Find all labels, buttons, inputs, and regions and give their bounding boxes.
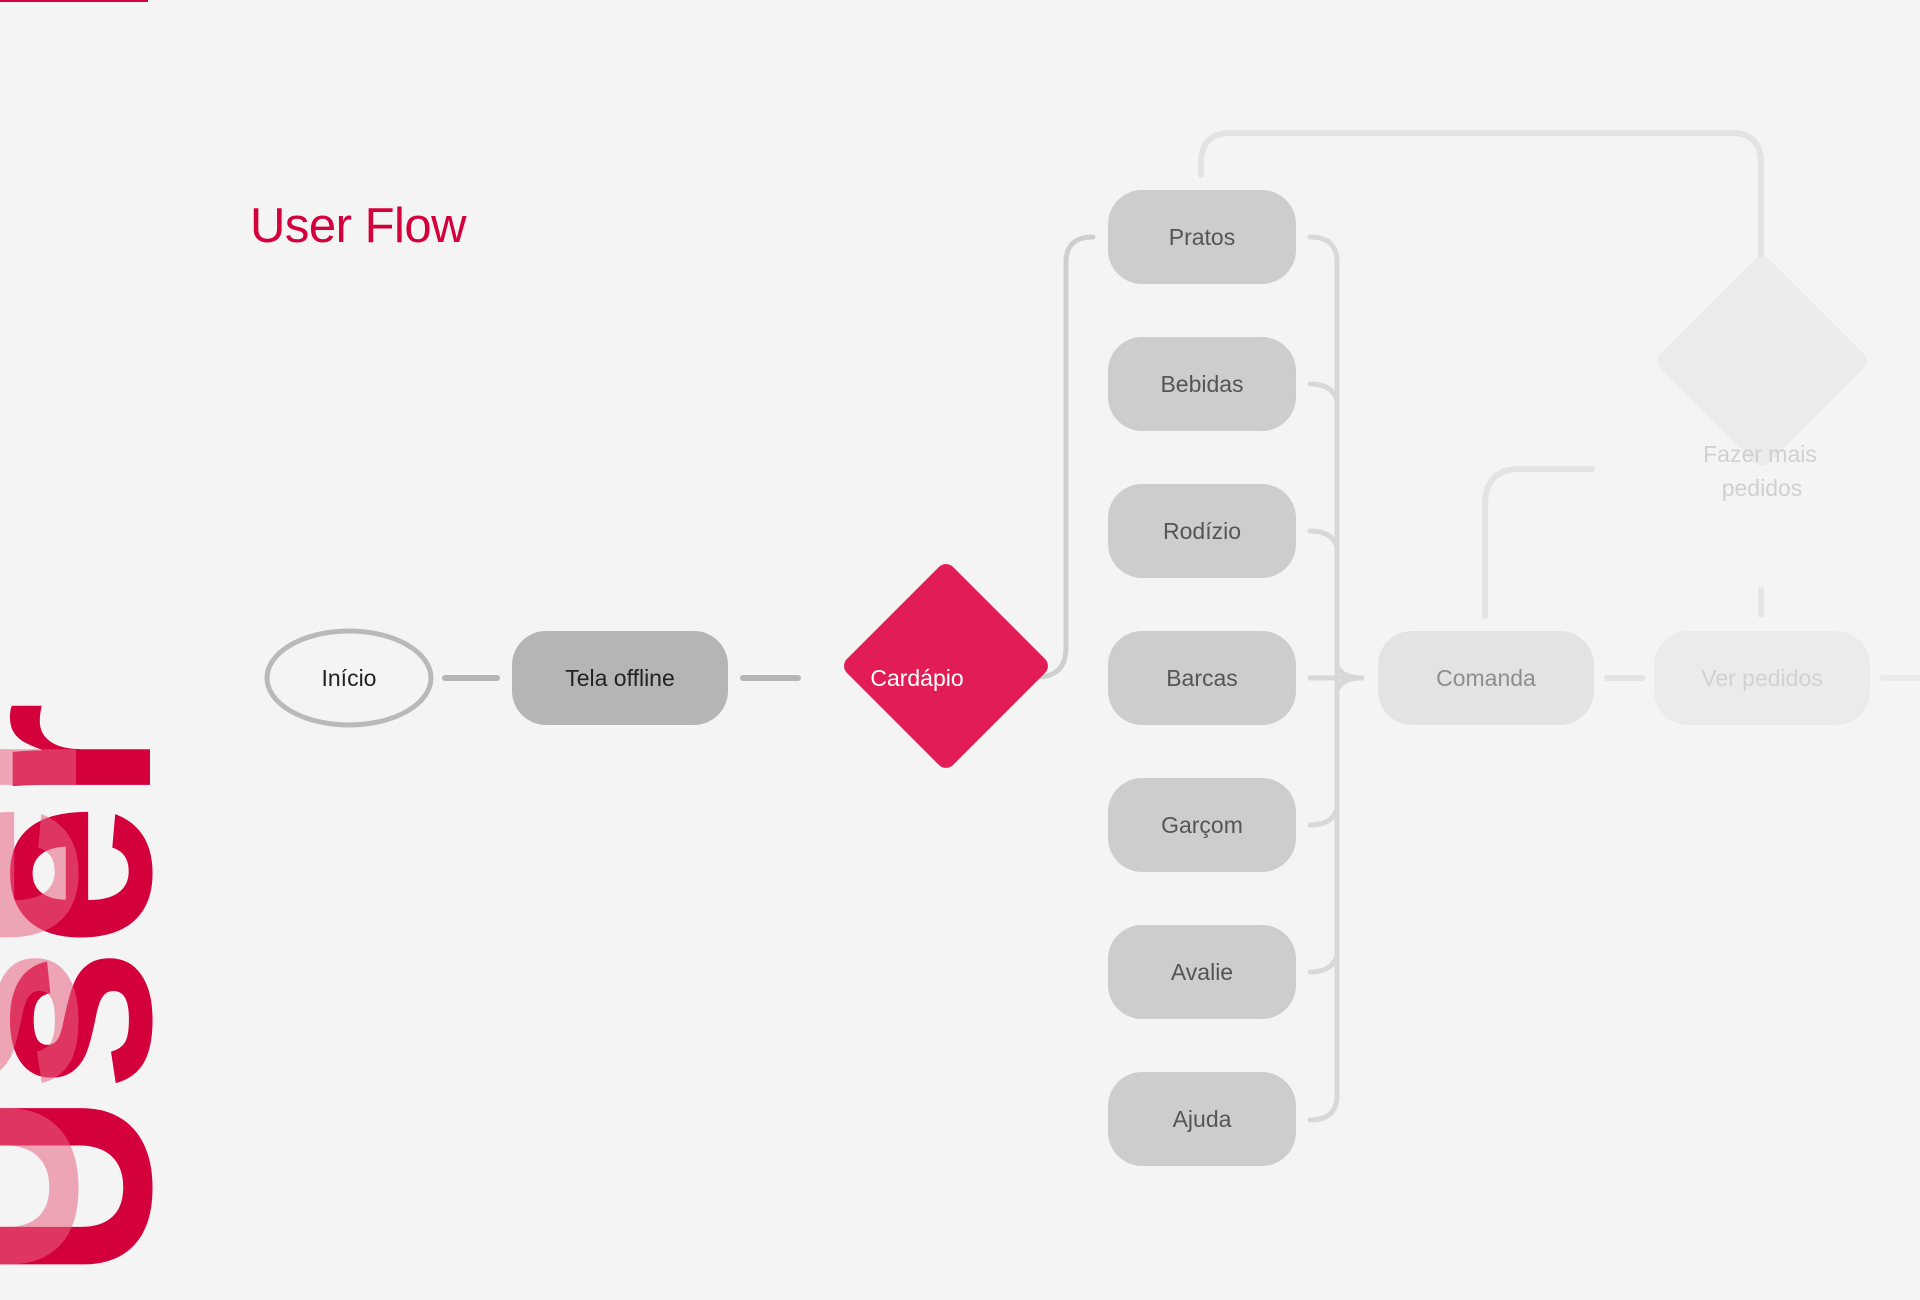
node-rate-shape bbox=[1108, 925, 1296, 1019]
node-drinks-shape bbox=[1108, 337, 1296, 431]
node-offline-label: Tela offline bbox=[565, 665, 675, 691]
node-help-label: Ajuda bbox=[1173, 1106, 1232, 1132]
connector-merge-top bbox=[1334, 663, 1365, 681]
node-waiter-label: Garçom bbox=[1161, 812, 1243, 838]
node-order-tab-label: Comanda bbox=[1436, 665, 1536, 691]
node-boats-shape bbox=[1108, 631, 1296, 725]
node-menu[interactable]: Cardápio bbox=[840, 560, 1052, 772]
node-offline-shape bbox=[512, 631, 728, 725]
node-rodizio-shape bbox=[1108, 484, 1296, 578]
node-start-label: Início bbox=[322, 665, 377, 691]
node-start[interactable]: Início bbox=[264, 628, 434, 728]
node-more-orders-label-1: Fazer mais bbox=[1703, 441, 1817, 467]
page-title: User Flow bbox=[250, 199, 467, 253]
connector-menu-branches bbox=[1033, 234, 1096, 680]
connector-loop-back bbox=[1198, 130, 1764, 353]
node-drinks-label: Bebidas bbox=[1160, 371, 1243, 397]
decor-word-overlay: User bbox=[0, 702, 132, 1280]
node-order-tab-shape bbox=[1378, 631, 1594, 725]
node-help-shape bbox=[1108, 1072, 1296, 1166]
node-rate-label: Avalie bbox=[1171, 959, 1233, 985]
node-view-orders-shape bbox=[1654, 631, 1870, 725]
node-drinks[interactable]: Bebidas bbox=[1108, 337, 1296, 431]
node-view-orders[interactable]: Ver pedidos bbox=[1654, 631, 1870, 725]
node-boats-label: Barcas bbox=[1166, 665, 1238, 691]
node-menu-label: Cardápio bbox=[870, 665, 963, 691]
node-start-shape bbox=[264, 628, 434, 728]
node-more-orders-label-2: pedidos bbox=[1722, 475, 1803, 501]
node-order-tab[interactable]: Comanda bbox=[1378, 631, 1594, 725]
connector-drinks bbox=[1307, 381, 1340, 403]
node-menu-shape bbox=[844, 564, 1048, 768]
node-rodizio[interactable]: Rodízio bbox=[1108, 484, 1296, 578]
node-help[interactable]: Ajuda bbox=[1108, 1072, 1296, 1166]
node-offline[interactable]: Tela offline bbox=[512, 631, 728, 725]
node-more-orders[interactable]: Fazer mais pedidos bbox=[1653, 252, 1871, 501]
node-rodizio-label: Rodízio bbox=[1163, 518, 1241, 544]
node-view-orders-label: Ver pedidos bbox=[1701, 665, 1822, 691]
node-rate[interactable]: Avalie bbox=[1108, 925, 1296, 1019]
node-waiter-shape bbox=[1108, 778, 1296, 872]
connector-waiter bbox=[1307, 806, 1340, 828]
connector-rate bbox=[1307, 953, 1340, 975]
node-boats[interactable]: Barcas bbox=[1108, 631, 1296, 725]
decorative-brand-word: User User bbox=[0, 0, 160, 1280]
node-waiter[interactable]: Garçom bbox=[1108, 778, 1296, 872]
connector-rodizio bbox=[1307, 528, 1340, 550]
node-dishes[interactable]: Pratos bbox=[1108, 190, 1296, 284]
node-more-orders-shape bbox=[1657, 256, 1867, 466]
node-dishes-label: Pratos bbox=[1169, 224, 1235, 250]
flow-connectors bbox=[442, 130, 1920, 1123]
node-dishes-shape bbox=[1108, 190, 1296, 284]
decor-word-solid: User bbox=[0, 702, 160, 1280]
connector-tab-diamond bbox=[1482, 466, 1595, 619]
